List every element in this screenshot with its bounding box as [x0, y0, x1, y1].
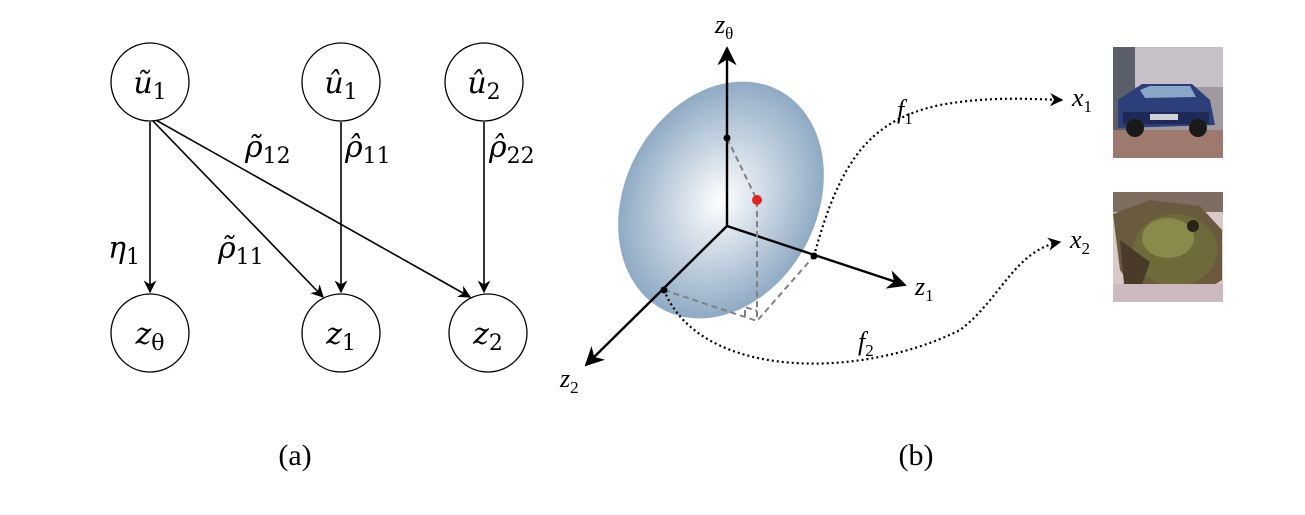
mapping-curve-f2 — [662, 237, 1062, 365]
caption-a: (a) — [278, 439, 311, 472]
svg-text:û2: û2 — [467, 66, 500, 105]
output-label-x1: x1 — [1071, 83, 1092, 116]
latent-point — [752, 195, 762, 205]
ellipsoid — [618, 81, 824, 319]
projection-lines-base — [663, 255, 815, 323]
output-label-x2: x2 — [1069, 225, 1090, 258]
label-rho-tilde-11: ρ̃11 — [217, 231, 264, 270]
caption-b: (b) — [899, 439, 934, 472]
frog-thumbnail — [1113, 192, 1223, 302]
axis-label-z-2: z2 — [559, 364, 579, 397]
mapping-curve-f1 — [812, 93, 1064, 257]
right-angle-mark — [744, 305, 758, 316]
car-thumbnail — [1113, 47, 1223, 158]
label-rho-tilde-12: ρ̃12 — [244, 130, 291, 169]
axis-z-2 — [584, 225, 728, 367]
axis-point-z-theta — [723, 134, 731, 142]
node-z-theta: zθ — [110, 293, 190, 373]
node-u-tilde-1: ũ1 — [110, 42, 190, 122]
node-u-hat-1: û1 — [301, 42, 381, 122]
panel-a: ũ1 û1 û2 zθ z1 z2 η1 ρ̃11 ρ̃12 ρ̂11 ρ̂22… — [108, 42, 535, 472]
label-eta-1: η1 — [108, 231, 140, 270]
map-label-f2: f2 — [858, 327, 874, 360]
axis-label-z-1: z1 — [914, 272, 934, 305]
svg-text:z2: z2 — [472, 317, 503, 356]
map-label-f1: f1 — [897, 95, 913, 128]
axis-point-z-1 — [810, 252, 818, 260]
label-rho-hat-22: ρ̂22 — [488, 130, 535, 169]
projection-lines — [726, 137, 758, 321]
panel-b: zθ z1 z2 f1 f2 x1 x2 — [559, 10, 1223, 472]
svg-text:û1: û1 — [324, 66, 357, 105]
svg-text:zθ: zθ — [134, 317, 164, 356]
edge-u1-z2 — [153, 118, 472, 298]
label-rho-hat-11: ρ̂11 — [344, 130, 391, 169]
axis-label-z-theta: zθ — [714, 10, 733, 43]
svg-text:ũ1: ũ1 — [133, 66, 166, 105]
node-z-1: z1 — [301, 293, 381, 373]
node-z-2: z2 — [448, 293, 528, 373]
svg-text:z1: z1 — [325, 317, 356, 356]
edge-u1-z1 — [151, 119, 324, 298]
node-u-hat-2: û2 — [444, 42, 524, 122]
